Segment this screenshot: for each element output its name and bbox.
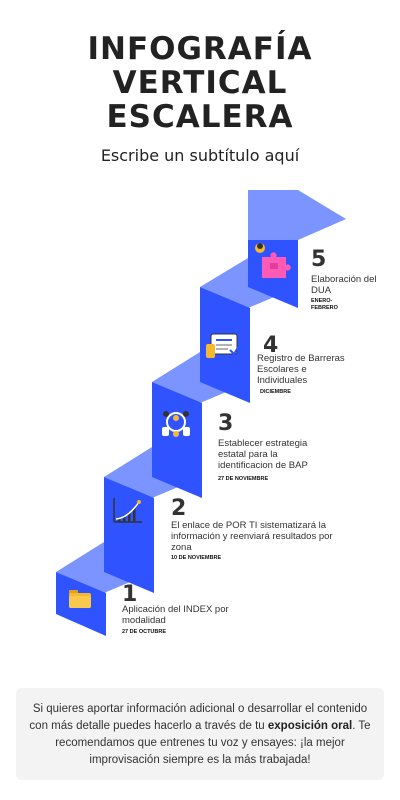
note-text-after: . Te recomendamos que entrenes tu voz y … <box>55 720 371 766</box>
growth-chart-icon <box>113 498 142 523</box>
step-1-date: 27 DE OCTUBRE <box>122 629 167 635</box>
puzzle-icon <box>255 243 291 278</box>
page-subtitle: Escribe un subtítulo aquí <box>100 146 300 165</box>
note-text-bold: exposición oral <box>267 720 353 732</box>
page-title: INFOGRAFÍA VERTICAL ESCALERA <box>0 32 400 134</box>
team-icon <box>162 411 190 437</box>
folder-icon <box>69 590 91 608</box>
step-5-description: Elaboración del DUA <box>311 274 377 296</box>
checklist-icon <box>206 333 241 358</box>
step-4-number: 4 <box>263 333 279 358</box>
title-line-3: ESCALERA <box>106 99 294 135</box>
step-2-description: El enlace de POR TI sistematizará la inf… <box>171 520 333 553</box>
stair-tread-5 <box>248 190 346 240</box>
step-4-date: DICIEMBRE <box>260 389 291 395</box>
step-4-description: Registro de Barreras Escolares e Individ… <box>257 353 345 386</box>
step-3-description: Establecer estrategia estatal para la id… <box>218 438 308 471</box>
step-2-date: 10 DE NOVIEMBRE <box>171 555 222 561</box>
title-line-1: INFOGRAFÍA <box>87 31 313 67</box>
step-3-number: 3 <box>218 411 234 436</box>
step-1-number: 1 <box>122 582 138 607</box>
note-text-before: Si quieres aportar información adicional… <box>29 703 368 732</box>
title-line-2: VERTICAL <box>112 65 288 101</box>
stair-riser-2 <box>104 477 154 593</box>
step-5-date: ENERO-FEBRERO <box>311 298 338 311</box>
info-note: Si quieres aportar información adicional… <box>16 688 384 780</box>
step-5-number: 5 <box>311 247 327 272</box>
step-1-description: Aplicación del INDEX por modalidad <box>122 604 229 626</box>
stair-riser-3 <box>152 382 202 498</box>
step-2-number: 2 <box>171 496 187 521</box>
step-3-date: 27 DE NOVIEMBRE <box>218 476 269 482</box>
